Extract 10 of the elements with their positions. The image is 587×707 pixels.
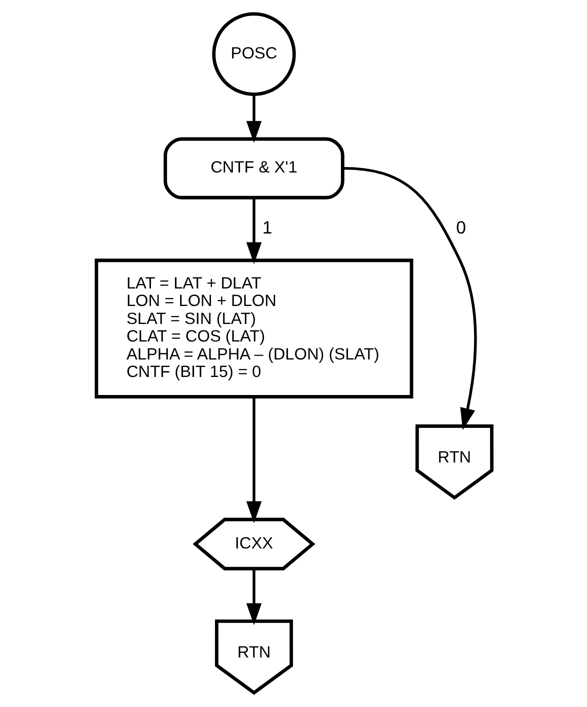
arrow (246, 397, 262, 524)
arrow (246, 94, 262, 143)
node-box: CNTF & X'1 (163, 137, 344, 200)
arrow (246, 569, 262, 626)
arrow (246, 198, 262, 264)
edge-label: 1 (262, 218, 272, 238)
edge-label: 0 (456, 218, 466, 238)
arrow (343, 166, 476, 430)
node-circle: POSC (212, 12, 296, 96)
node-box: LAT = LAT + DLAT LON = LON + DLON SLAT = SIN (LAT) CLAT = COS (LAT) ALPHA = ALPHA – (DLON) (SLAT) CNTF (BIT 15) = 0 (94, 258, 413, 398)
